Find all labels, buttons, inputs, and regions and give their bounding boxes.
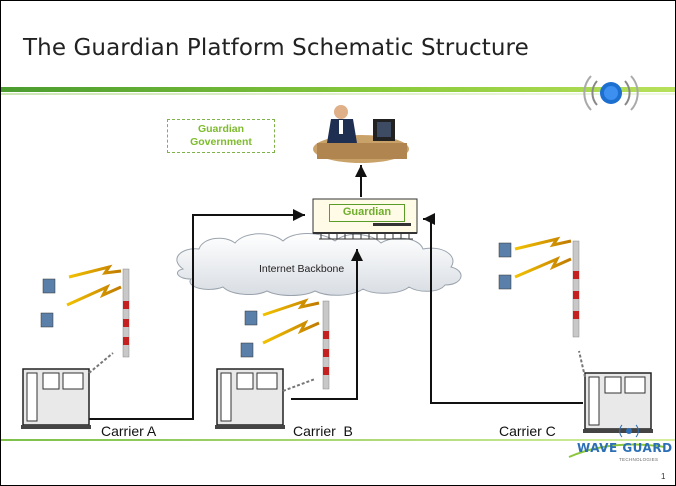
logo-text: WAVE GUARD	[577, 441, 673, 455]
government-operator-icon	[313, 105, 409, 163]
internet-cloud	[176, 233, 462, 296]
government-label-box: Guardian Government	[167, 119, 275, 153]
title-divider	[1, 87, 675, 92]
arrow-carrier-c	[423, 213, 583, 404]
wave-guard-logo-icon	[568, 424, 666, 458]
title-divider-shadow	[1, 93, 675, 95]
carrier-c-label: Carrier C	[499, 423, 556, 439]
internet-backbone-label: Internet Backbone	[259, 263, 345, 275]
carrier-a-label: Carrier A	[101, 423, 157, 439]
page-number: 1	[661, 472, 666, 481]
broadcast-icon	[583, 75, 639, 111]
carrier-b-site	[215, 298, 330, 429]
arrow-carrier-a	[89, 209, 305, 420]
slide-title: The Guardian Platform Schematic Structur…	[23, 35, 529, 61]
footer-divider	[1, 439, 675, 441]
guardian-label: Guardian	[329, 204, 405, 222]
logo-subtext: TECHNOLOGIES	[619, 457, 659, 462]
carrier-a-site	[21, 264, 130, 429]
carrier-b-label: Carrier B	[293, 423, 353, 439]
connection-lines	[89, 165, 583, 420]
carrier-c-site	[498, 236, 653, 433]
arrow-carrier-b	[291, 249, 363, 400]
